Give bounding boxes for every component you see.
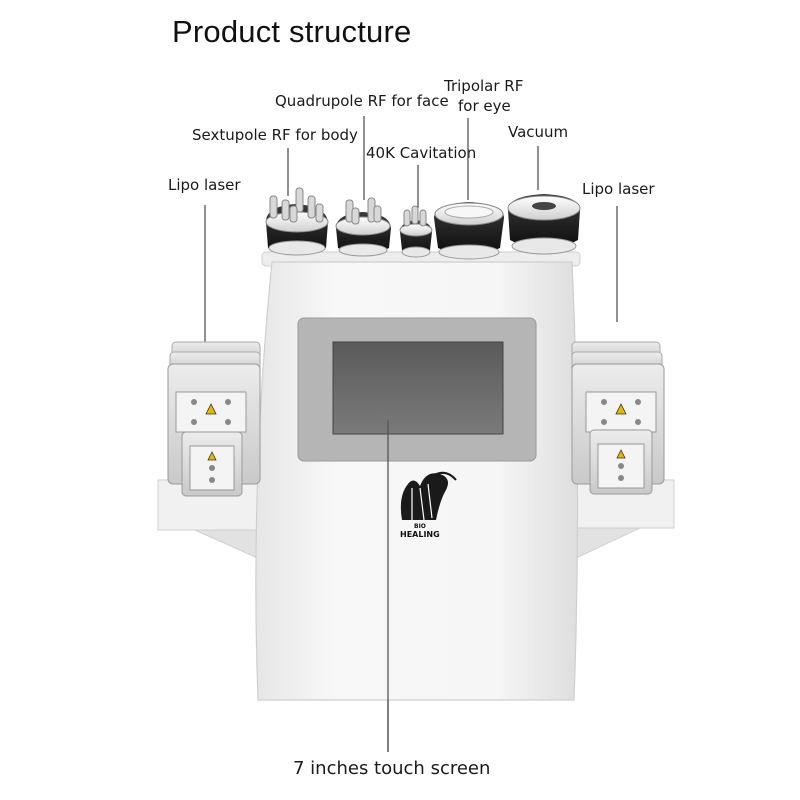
logo-text-healing: HEALING bbox=[400, 530, 440, 539]
label-lipo-laser-right: Lipo laser bbox=[582, 180, 655, 198]
label-tripolar-line2: for eye bbox=[458, 97, 511, 115]
label-tripolar-rf: Tripolar RF for eye bbox=[444, 76, 523, 116]
lipo-laser-pads-left bbox=[167, 341, 261, 497]
logo-text-bio: BIO bbox=[414, 523, 426, 530]
tripolar-rf-handpiece bbox=[434, 202, 504, 260]
label-sextupole-rf: Sextupole RF for body bbox=[192, 126, 358, 144]
label-vacuum: Vacuum bbox=[508, 123, 569, 141]
cavitation-handpiece bbox=[399, 205, 433, 258]
brand-logo: BIO HEALING bbox=[400, 471, 457, 539]
label-cavitation: 40K Cavitation bbox=[366, 144, 477, 162]
lipo-laser-pads-right bbox=[571, 341, 665, 495]
label-tripolar-line1: Tripolar RF bbox=[444, 77, 524, 95]
vacuum-handpiece bbox=[507, 194, 581, 255]
diagram-title: Product structure bbox=[172, 14, 412, 49]
label-lipo-laser-left: Lipo laser bbox=[168, 176, 241, 194]
touch-screen bbox=[332, 341, 504, 435]
label-quadrupole-rf: Quadrupole RF for face bbox=[275, 92, 449, 110]
label-touch-screen: 7 inches touch screen bbox=[293, 758, 491, 779]
quadrupole-rf-handpiece bbox=[335, 197, 391, 257]
sextupole-rf-handpiece bbox=[265, 187, 329, 256]
